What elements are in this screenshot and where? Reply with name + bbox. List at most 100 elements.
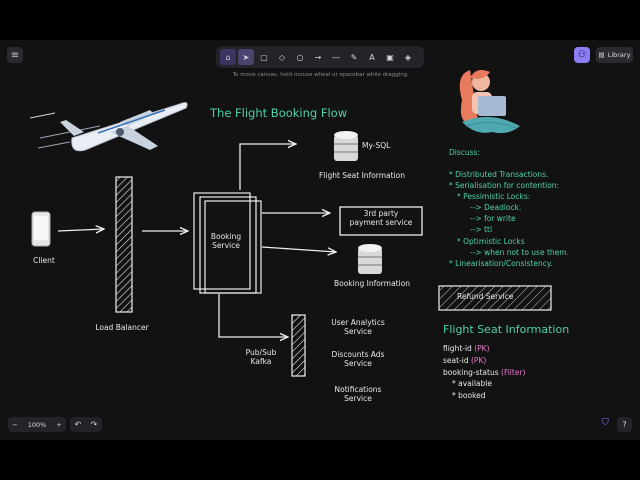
booking-service-line2: Service — [212, 241, 240, 251]
note-line: * Serialisation for contention: — [449, 181, 560, 190]
help-button[interactable]: ? — [617, 417, 632, 432]
collab-button[interactable]: ⚇ — [574, 47, 590, 63]
eraser-tool[interactable]: ◈ — [400, 49, 416, 65]
diamond-icon: ◇ — [278, 52, 286, 62]
pubsub-label: Pub/Sub Kafka — [238, 348, 284, 367]
consumer-1-line2: Service — [344, 327, 372, 337]
image-tool[interactable]: ▣ — [382, 49, 398, 65]
payment-line2: payment service — [349, 218, 413, 228]
image-icon: ▣ — [386, 52, 394, 62]
consumer-notifications: Notifications Service — [318, 385, 398, 404]
booking-db-icon — [358, 244, 382, 274]
draw-icon: ✎ — [350, 52, 358, 62]
consumer-discounts-ads: Discounts Ads Service — [318, 350, 398, 369]
consumer-2-line2: Service — [344, 359, 372, 369]
ellipse-tool[interactable]: ○ — [292, 49, 308, 65]
note-line: --> for write — [470, 214, 516, 223]
arrow-booking-mysql — [239, 144, 296, 190]
client-label: Client — [33, 256, 55, 265]
note-line: --> Deadlock. — [470, 203, 522, 212]
line-icon: — — [332, 52, 340, 62]
schema-field-name: booking-status — [443, 368, 499, 377]
schema-value: * available — [452, 379, 492, 388]
arrow-booking-kafka — [218, 294, 288, 337]
consumer-3-line1: Notifications — [334, 385, 382, 394]
mysql-label: My-SQL — [362, 141, 391, 150]
schema-field-name: flight-id — [443, 344, 472, 353]
rectangle-tool[interactable]: ▢ — [256, 49, 272, 65]
consumer-user-analytics: User Analytics Service — [318, 318, 398, 337]
refund-service-box — [438, 285, 552, 311]
rectangle-icon: ▢ — [260, 52, 268, 62]
history-controls: ↶ ↷ — [70, 417, 102, 432]
schema-field-tag: (PK) — [474, 344, 490, 353]
tool-palette: ⌂ ➤ ▢ ◇ ○ → — ✎ A ▣ ◈ — [216, 46, 424, 68]
canvas-hint: To move canvas, hold mouse wheel or spac… — [232, 72, 408, 78]
schema-field-tag: (PK) — [471, 356, 487, 365]
consumer-1-line1: User Analytics — [331, 318, 385, 327]
kafka-box — [291, 314, 306, 377]
note-line: --> ttl — [470, 225, 493, 234]
lock-icon: ⌂ — [225, 52, 231, 62]
note-line: * Linearisation/Consistency. — [449, 259, 553, 268]
payment-service-box — [339, 206, 423, 236]
mysql-db-icon — [334, 131, 358, 161]
pubsub-line1: Pub/Sub — [245, 348, 277, 357]
lock-tool[interactable]: ⌂ — [220, 49, 236, 65]
consumer-2-line1: Discounts Ads — [331, 350, 385, 359]
person-laptop-illustration — [459, 70, 520, 134]
arrow-icon: → — [314, 52, 322, 62]
zoom-out-button[interactable]: − — [12, 420, 18, 429]
text-icon: A — [369, 52, 375, 62]
schema-field-tag: (Filter) — [501, 368, 526, 377]
schema-field: flight-id (PK) — [443, 344, 490, 353]
payment-service-label: 3rd party payment service — [340, 209, 422, 228]
note-line: * Optimistic Locks — [457, 237, 525, 246]
notes-heading: Discuss: — [449, 148, 480, 157]
schema-value: * booked — [452, 391, 486, 400]
redo-button[interactable]: ↷ — [90, 420, 98, 429]
booking-service-label: Booking Service — [203, 232, 249, 251]
flight-seat-info-label: Flight Seat Information — [318, 171, 406, 180]
note-line: * Pessimistic Locks: — [457, 192, 531, 201]
zoom-level[interactable]: 100% — [27, 420, 47, 429]
draw-tool[interactable]: ✎ — [346, 49, 362, 65]
library-icon: ▤ — [598, 51, 605, 59]
schema-title: Flight Seat Information — [443, 323, 570, 336]
eraser-icon: ◈ — [404, 52, 412, 62]
refund-service-label: Refund Service — [457, 292, 514, 301]
zoom-controls: − 100% + — [8, 417, 66, 432]
diagram-title: The Flight Booking Flow — [210, 106, 348, 120]
load-balancer-box — [115, 176, 133, 313]
library-button[interactable]: ▤ Library — [596, 47, 633, 63]
diamond-tool[interactable]: ◇ — [274, 49, 290, 65]
schema-field-name: seat-id — [443, 356, 469, 365]
phone-icon — [31, 211, 51, 247]
drawing-canvas[interactable]: The Flight Booking Flow Client Load Bala… — [0, 40, 640, 440]
library-label: Library — [607, 51, 631, 59]
shield-icon[interactable]: ⛉ — [602, 418, 609, 428]
arrow-client-lb — [57, 229, 104, 231]
selection-icon: ➤ — [242, 52, 250, 62]
undo-button[interactable]: ↶ — [74, 420, 82, 429]
note-line: --> when not to use them. — [470, 248, 569, 257]
load-balancer-label: Load Balancer — [95, 323, 149, 332]
booking-service-line1: Booking — [210, 232, 242, 241]
text-tool[interactable]: A — [364, 49, 380, 65]
schema-field: seat-id (PK) — [443, 356, 486, 365]
menu-button[interactable]: ≡ — [7, 47, 23, 63]
diagram-svg — [29, 70, 552, 377]
booking-service-box — [193, 192, 262, 294]
payment-line1: 3rd party — [363, 209, 399, 218]
arrow-tool[interactable]: → — [310, 49, 326, 65]
note-line: * Distributed Transactions. — [449, 170, 549, 179]
zoom-in-button[interactable]: + — [56, 420, 62, 429]
selection-tool[interactable]: ➤ — [238, 49, 254, 65]
arrow-booking-bookinginfo — [261, 246, 336, 252]
ellipse-icon: ○ — [296, 52, 304, 62]
pubsub-line2: Kafka — [250, 357, 272, 367]
booking-info-label: Booking Information — [333, 279, 411, 288]
schema-field: booking-status (Filter) — [443, 368, 525, 377]
line-tool[interactable]: — — [328, 49, 344, 65]
consumer-3-line2: Service — [344, 394, 372, 404]
